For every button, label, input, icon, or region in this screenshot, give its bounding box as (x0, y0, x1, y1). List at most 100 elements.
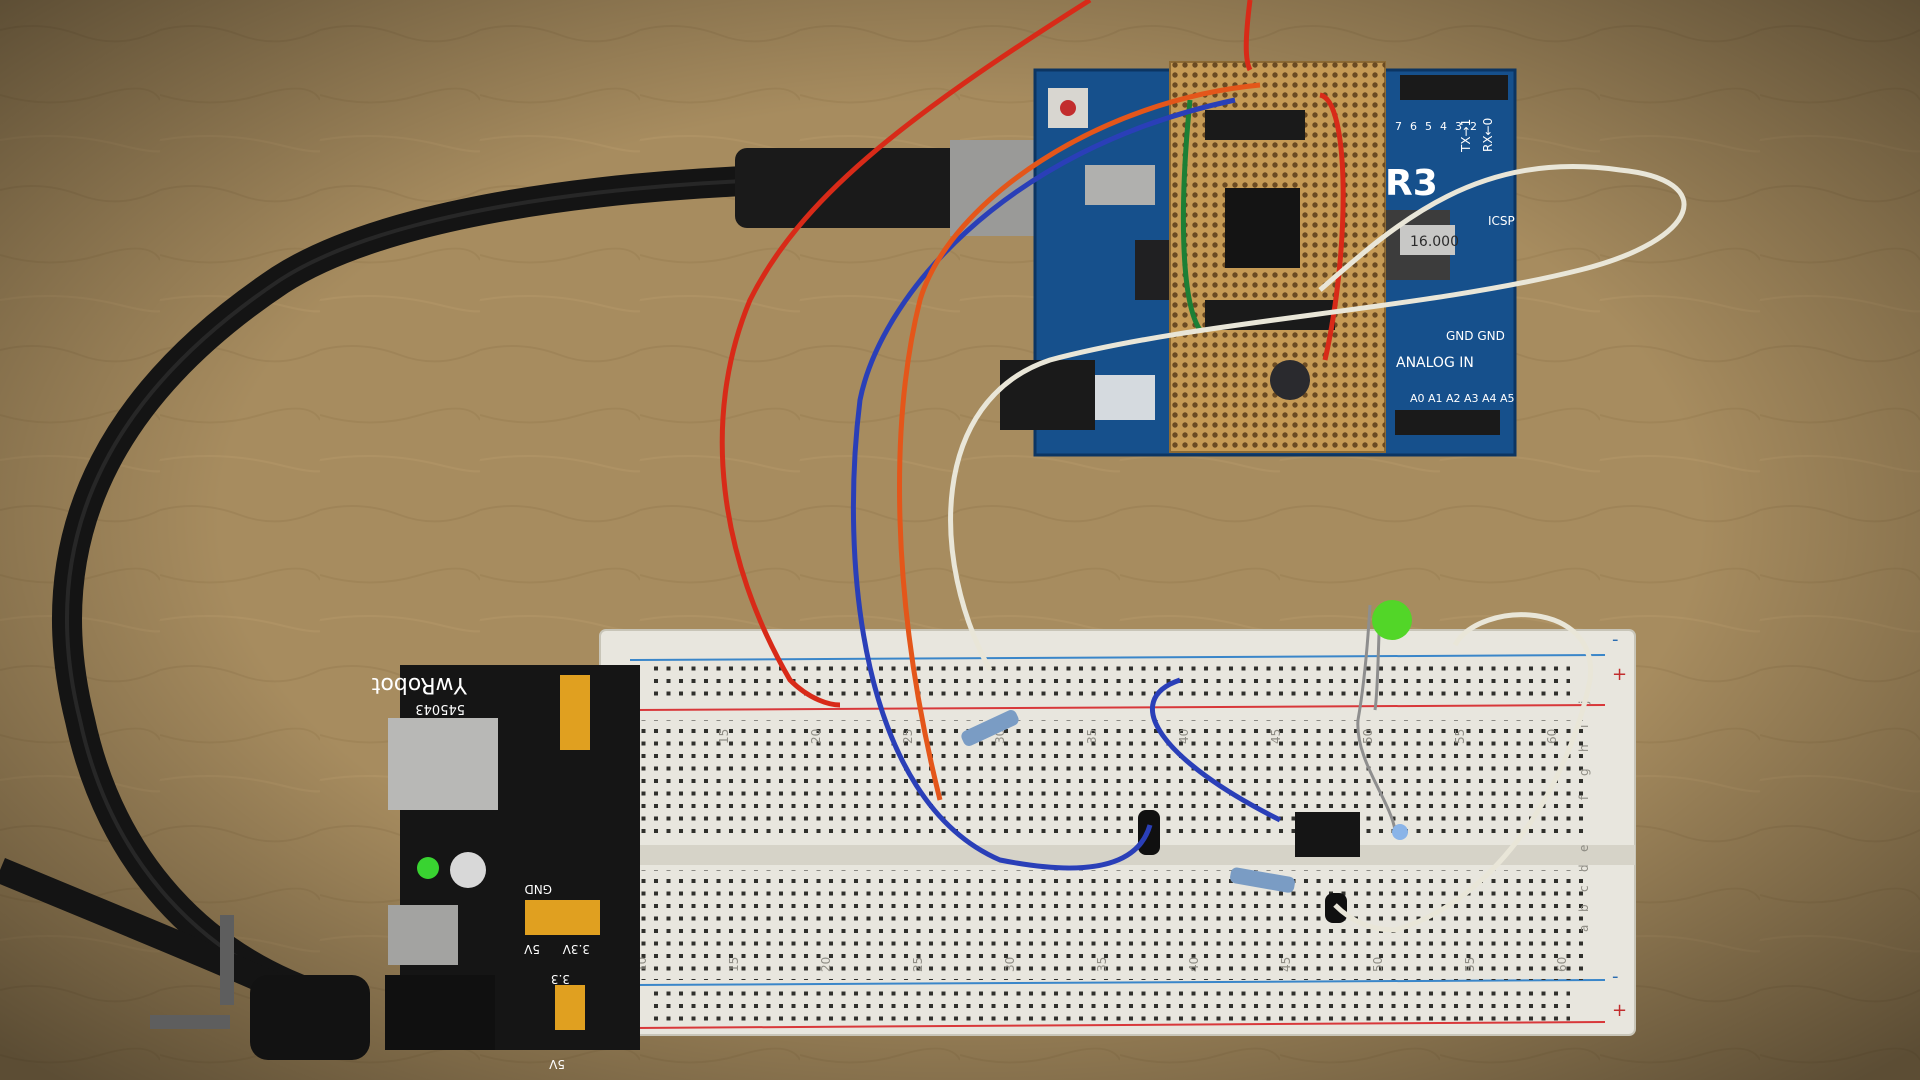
analog-pin-label: A5 (1500, 392, 1515, 405)
digital-pin-label: 2 (1470, 120, 1477, 133)
column-number: 15 (717, 729, 731, 744)
analog-header (1395, 410, 1500, 435)
gnd-label: GND GND (1446, 329, 1505, 343)
usb-cable (0, 140, 1060, 1060)
5v-pin-label: 5V (523, 942, 540, 956)
column-number: 55 (1453, 729, 1467, 744)
column-number: 20 (809, 729, 823, 744)
row-letter: b (1577, 904, 1591, 912)
rx-label: RX←0 (1481, 118, 1495, 152)
row-letters-bottom: a b c d e (1577, 845, 1591, 932)
jumper-bottom (555, 985, 585, 1030)
column-number: 25 (901, 729, 915, 744)
column-number: 45 (1279, 957, 1293, 972)
column-number: 35 (1085, 729, 1099, 744)
column-number: 35 (1095, 957, 1109, 972)
digital-pin-label: 7 (1395, 120, 1402, 133)
digital-pin-label: 5 (1425, 120, 1432, 133)
row-letter: g (1577, 768, 1591, 776)
board-model-label: R3 (1385, 163, 1438, 204)
rail-label-plus-bottom: + (1612, 1000, 1627, 1021)
digital-pin-labels: 7 6 5 4 3 2 (1395, 120, 1477, 133)
rail-label-minus-bottom: - (1612, 966, 1619, 987)
row-letter: a (1577, 925, 1591, 932)
blue-wire-2 (1150, 677, 1282, 823)
column-number: 50 (1371, 957, 1385, 972)
blue-wire (850, 97, 1236, 871)
column-number: 20 (819, 957, 833, 972)
dip-ic-breadboard (1295, 812, 1360, 857)
row-letter: d (1577, 864, 1591, 872)
dip-ic-shield (1225, 188, 1300, 268)
analog-pin-label: A3 (1464, 392, 1479, 405)
row-letter: f (1577, 795, 1591, 800)
column-number: 50 (1361, 729, 1375, 744)
digital-pin-label: 4 (1440, 120, 1447, 133)
power-capacitor (450, 852, 486, 888)
3v3-pin-label: 3.3V (562, 942, 590, 956)
orange-wire (897, 82, 1261, 801)
crystal-oscillator (1085, 165, 1155, 205)
column-number: 55 (1463, 957, 1477, 972)
column-number: 45 (1269, 729, 1283, 744)
usb-a-port (388, 718, 498, 810)
capacitor (1095, 375, 1155, 420)
bottom-3v3-label: 3.3 (551, 972, 570, 986)
column-number: 40 (1187, 957, 1201, 972)
power-switch (388, 905, 458, 965)
tx-label: TX→1 (1459, 119, 1473, 153)
electrolytic-capacitor (1270, 360, 1310, 400)
digital-pin-label: 6 (1410, 120, 1417, 133)
breadboard: - + - + f g h i j a b c d e 10 15 20 25 … (599, 629, 1636, 1036)
column-number: 30 (1003, 957, 1017, 972)
breadboard-power-module: YwRobot 545043 GND 5V 3.3V 5V 3.3 (371, 665, 640, 1071)
column-number: 60 (1545, 729, 1559, 744)
icsp-label: ICSP (1488, 214, 1515, 228)
breadboard-components (961, 600, 1412, 923)
analog-pin-label: A0 (1410, 392, 1425, 405)
row-letter: i (1577, 725, 1591, 728)
column-number: 15 (727, 957, 741, 972)
row-letter: c (1577, 885, 1591, 892)
bottom-5v-label: 5V (548, 1057, 565, 1071)
analog-in-label: ANALOG IN (1396, 355, 1474, 371)
white-wire-2 (1333, 612, 1593, 933)
usb-plug (735, 148, 965, 228)
resistor-2 (1230, 867, 1295, 893)
pin-header-top (1205, 110, 1305, 140)
crystal-16mhz (1400, 225, 1455, 255)
small-capacitor (1392, 824, 1408, 840)
row-letter: h (1577, 744, 1591, 752)
red-wire (719, 0, 1092, 708)
white-wire (948, 164, 1687, 672)
digital-pin-label: 3 (1455, 120, 1462, 133)
column-number: 60 (1555, 957, 1569, 972)
power-led (417, 857, 439, 879)
digital-header (1400, 75, 1508, 100)
jumper-mid (525, 900, 600, 935)
analog-pin-label: A4 (1482, 392, 1497, 405)
analog-pin-labels: A0 A1 A2 A3 A4 A5 (1410, 392, 1515, 405)
column-number: 25 (911, 957, 925, 972)
analog-pin-label: A2 (1446, 392, 1461, 405)
dc-power-jack (1000, 360, 1095, 430)
rail-label-minus-top: - (1612, 629, 1619, 650)
column-numbers-bottom: 10 15 20 25 30 35 40 45 50 55 60 (635, 957, 1569, 972)
red-wire-top (1243, 0, 1253, 72)
jumper-top (560, 675, 590, 750)
analog-pin-label: A1 (1428, 392, 1443, 405)
model-label: 545043 (415, 701, 465, 716)
jumper-wires (719, 0, 1687, 933)
perfboard-shield (1169, 61, 1386, 453)
row-letter: e (1577, 845, 1591, 852)
brand-label: YwRobot (371, 672, 468, 697)
dc-jack (385, 975, 495, 1050)
resistor-1 (961, 710, 1019, 746)
dc-barrel-plug (250, 975, 370, 1060)
column-number: 40 (1177, 729, 1191, 744)
rail-label-plus-top: + (1612, 664, 1627, 685)
green-led (1372, 600, 1412, 640)
crystal-label: 16.000 (1410, 234, 1459, 250)
gnd-pin-label: GND (524, 882, 552, 896)
